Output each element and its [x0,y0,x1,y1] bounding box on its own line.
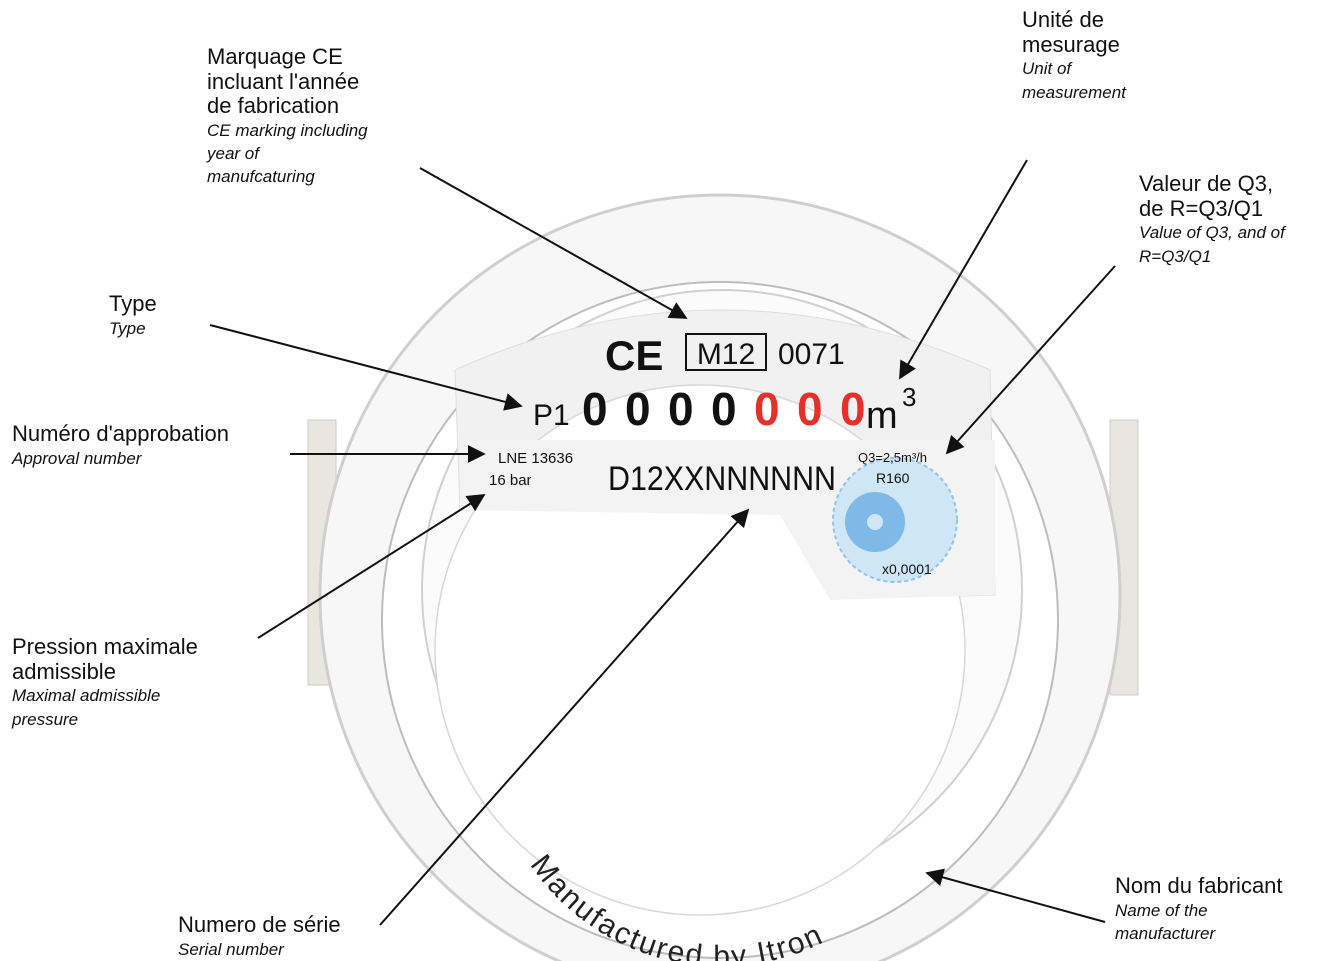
label-pressure: Pression maximale admissible Maximal adm… [12,634,198,732]
label-type: Type Type [109,291,157,340]
label-unit-en-1: Unit of [1022,59,1072,79]
arrow-q3 [945,265,1116,455]
label-manufacturer-en-2: manufacturer [1115,924,1216,944]
ce-mark: CE [605,332,663,379]
label-serial: Numero de série Serial number [178,912,341,961]
digit-red-1: 0 [754,383,780,435]
label-manufacturer: Nom du fabricant Name of the manufacture… [1115,873,1283,946]
label-pressure-fr-2: admissible [12,658,116,684]
metrology-box [685,333,767,371]
label-manufacturer-en-1: Name of the [1115,900,1208,920]
label-ce-marking: Marquage CE incluant l'année de fabricat… [207,44,368,189]
digit-3: 0 [668,383,694,435]
label-type-fr: Type [109,291,157,316]
label-q3: Valeur de Q3, de R=Q3/Q1 Value of Q3, an… [1139,171,1285,269]
serial-number: D12XXNNNNNN [608,460,836,498]
digit-1: 0 [582,383,608,435]
metrology-mark: M12 [697,338,755,371]
arrow-manufacturer [925,868,1106,923]
label-ce-en-1: CE marking including [207,120,368,140]
unit-exponent: 3 [902,382,916,412]
ratio-value: R160 [876,470,910,486]
label-ce-fr-2: incluant l'année [207,68,360,94]
label-approval-fr: Numéro d'approbation [12,421,230,446]
label-approval: Numéro d'approbation Approval number [12,421,230,470]
pressure-value: 16 bar [489,472,532,489]
label-pressure-en-2: pressure [12,710,79,730]
approval-number: LNE 13636 [498,450,573,467]
label-type-en: Type [109,318,146,338]
multiplier-value: x0,0001 [882,561,932,577]
arrow-ce-marking [419,167,688,319]
label-unit-fr-2: mesurage [1022,31,1120,57]
label-pressure-en-1: Maximal admissible [12,686,161,706]
label-ce-en-3: manufcaturing [207,167,315,187]
digit-counter: 0 0 0 0 0 0 0 [582,383,866,435]
label-q3-fr-1: Valeur de Q3, [1139,171,1274,196]
unit-text: m [866,395,898,437]
digit-2: 0 [625,383,651,435]
flow-wheel-hub [867,514,883,530]
label-ce-fr-3: de fabrication [207,93,340,119]
label-serial-fr: Numero de série [178,912,341,937]
label-unit: Unité de mesurage Unit of measurement [1022,7,1126,105]
label-manufacturer-fr: Nom du fabricant [1115,873,1283,898]
label-q3-en-1: Value of Q3, and of [1139,223,1285,243]
digit-red-3: 0 [840,383,866,435]
q3-value: Q3=2,5m³/h [858,450,927,465]
label-q3-en-2: R=Q3/Q1 [1139,247,1212,267]
type-code: P1 [533,399,570,432]
arrow-serial [379,508,750,926]
label-pressure-fr-1: Pression maximale [12,634,198,659]
arrow-unit [899,159,1028,380]
label-approval-en: Approval number [12,448,142,468]
label-serial-en: Serial number [178,939,284,959]
label-ce-fr-1: Marquage CE [207,44,343,69]
arrow-pressure [257,494,486,639]
label-unit-en-2: measurement [1022,83,1126,103]
label-unit-fr-1: Unité de [1022,7,1104,32]
label-q3-fr-2: de R=Q3/Q1 [1139,195,1264,221]
notified-body: 0071 [778,338,845,371]
digit-4: 0 [711,383,737,435]
label-ce-en-2: year of [207,143,259,163]
arrow-type [209,324,523,411]
digit-red-2: 0 [797,383,823,435]
